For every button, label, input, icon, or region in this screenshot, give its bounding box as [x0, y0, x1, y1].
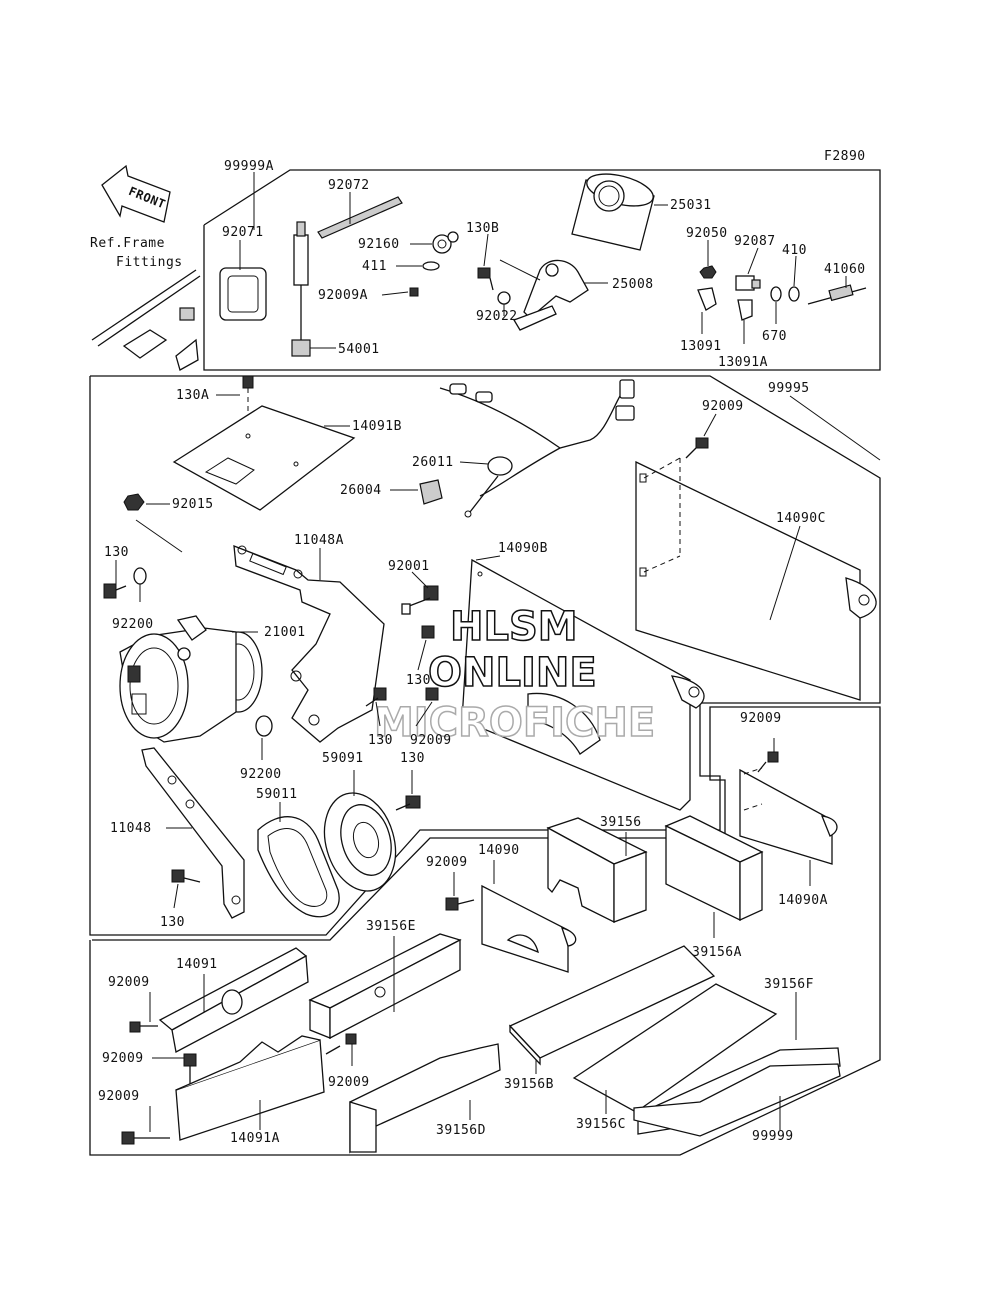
part-label-14090: 14090: [478, 843, 520, 858]
part-label-92009-left-2: 92009: [102, 1051, 144, 1066]
part-label-39156e: 39156E: [366, 919, 416, 934]
part-label-92072: 92072: [328, 178, 370, 193]
part-label-11048a: 11048A: [294, 533, 344, 548]
part-label-54001: 54001: [338, 342, 380, 357]
part-label-39156f: 39156F: [764, 977, 814, 992]
ref-note-line-2: Fittings: [116, 255, 183, 270]
part-label-39156b: 39156B: [504, 1077, 554, 1092]
part-label-92160: 92160: [358, 237, 400, 252]
speedometer-group: [219, 173, 867, 357]
part-label-92071: 92071: [222, 225, 264, 240]
part-label-13091a: 13091A: [718, 355, 768, 370]
part-label-14091b: 14091B: [352, 419, 402, 434]
part-label-92009-bottom: 92009: [328, 1075, 370, 1090]
part-label-411: 411: [362, 259, 387, 274]
part-label-130-left: 130: [104, 545, 129, 560]
part-label-130b: 130B: [466, 221, 499, 236]
part-label-410: 410: [782, 243, 807, 258]
part-label-92009-center: 92009: [410, 733, 452, 748]
part-label-130-pulley: 130: [400, 751, 425, 766]
part-label-39156: 39156: [600, 815, 642, 830]
part-label-92050: 92050: [686, 226, 728, 241]
part-labels: 99999A 92072 92071 92160 130B 411 92009A…: [98, 159, 866, 1146]
ref-note-line-1: Ref.Frame: [90, 236, 165, 251]
front-arrow-icon: FRONT: [101, 164, 171, 223]
part-label-21001: 21001: [264, 625, 306, 640]
part-label-92001: 92001: [388, 559, 430, 574]
part-label-59091: 59091: [322, 751, 364, 766]
alternator: [119, 615, 263, 743]
part-label-14090c: 14090C: [776, 511, 826, 526]
part-label-92009-rear-top: 92009: [702, 399, 744, 414]
part-label-41060: 41060: [824, 262, 866, 277]
part-label-14091: 14091: [176, 957, 218, 972]
part-label-92015: 92015: [172, 497, 214, 512]
part-label-130a: 130A: [176, 388, 209, 403]
part-label-25008: 25008: [612, 277, 654, 292]
part-label-92009-rear-bottom: 92009: [740, 711, 782, 726]
watermark-line-1: HLSM: [450, 604, 578, 650]
main-assembly: [103, 375, 877, 919]
part-label-92009-left-3: 92009: [98, 1089, 140, 1104]
part-label-13091: 13091: [680, 339, 722, 354]
part-label-39156d: 39156D: [436, 1123, 486, 1138]
part-label-59011: 59011: [256, 787, 298, 802]
part-label-130-mid: 130: [406, 673, 431, 688]
watermark-line-3: MICROFICHE: [374, 700, 655, 746]
part-label-99995: 99995: [768, 381, 810, 396]
frame-fittings: [91, 269, 201, 371]
part-label-92200-lower: 92200: [240, 767, 282, 782]
part-label-14090a: 14090A: [778, 893, 828, 908]
part-label-92009-mid: 92009: [426, 855, 468, 870]
part-label-99999a: 99999A: [224, 159, 274, 174]
part-label-39156a: 39156A: [692, 945, 742, 960]
watermark: HLSM ONLINE MICROFICHE: [373, 603, 656, 747]
part-label-26011: 26011: [412, 455, 454, 470]
part-label-92009a: 92009A: [318, 288, 368, 303]
part-label-92009-left-1: 92009: [108, 975, 150, 990]
figure-code: F2890: [824, 149, 866, 164]
part-label-14090b: 14090B: [498, 541, 548, 556]
part-label-130-bottom: 130: [160, 915, 185, 930]
leader-lines: [115, 172, 881, 1132]
part-label-92200-upper: 92200: [112, 617, 154, 632]
bottom-assembly: [121, 751, 841, 1154]
part-label-39156c: 39156C: [576, 1117, 626, 1132]
part-label-92087: 92087: [734, 234, 776, 249]
part-label-14091a: 14091A: [230, 1131, 280, 1146]
watermark-line-2: ONLINE: [428, 650, 597, 696]
part-label-92022: 92022: [476, 309, 518, 324]
part-label-130-lower: 130: [368, 733, 393, 748]
part-label-26004: 26004: [340, 483, 382, 498]
part-label-670: 670: [762, 329, 787, 344]
part-label-11048: 11048: [110, 821, 152, 836]
part-label-25031: 25031: [670, 198, 712, 213]
part-label-99999: 99999: [752, 1129, 794, 1144]
